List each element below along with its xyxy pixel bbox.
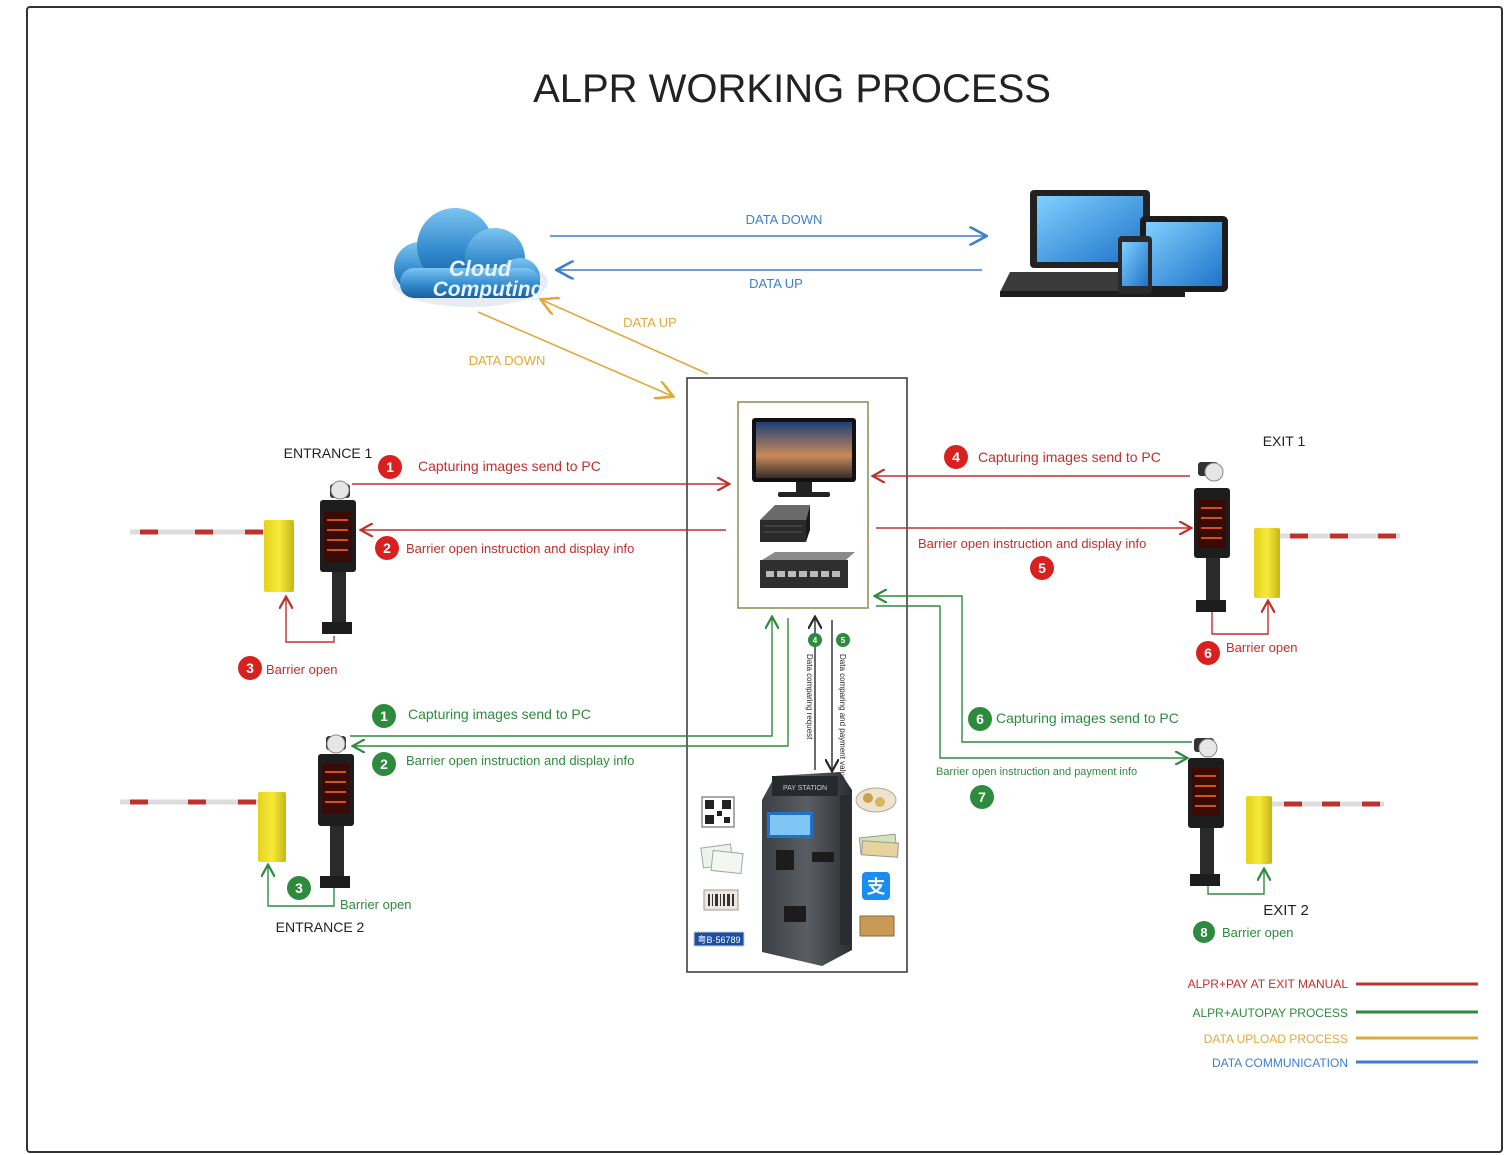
barcode-ticket-icon [703,889,739,911]
exit2-step8-label: Barrier open [1222,925,1294,940]
exit1-step4-badge [944,445,968,469]
license-plate-icon: 粤B·56789 [693,931,745,947]
kiosk-screen-label: PAY STATION [783,785,827,792]
entrance2-step3-label: Barrier open [340,897,412,912]
entrance1-step3-badge [238,656,262,680]
entrance2-step3-number: 3 [295,880,303,896]
entrance1-step2-label: Barrier open instruction and display inf… [406,541,634,556]
entrance1-title: ENTRANCE 1 [284,445,373,461]
exit1-step5-label: Barrier open instruction and display inf… [918,536,1146,551]
exit1-step6-badge [1196,641,1220,665]
legend-label-1: ALPR+AUTOPAY PROCESS [1192,1006,1348,1020]
exit2-open-arrow [876,605,1186,758]
network-switch-icon [760,552,855,588]
exit1-step6-label: Barrier open [1226,640,1298,655]
exit2-step8-number: 8 [1200,925,1207,940]
orange-data-up-arrow [542,300,709,375]
exit2-step7-number: 7 [978,789,986,805]
orange-data-up-label: DATA UP [623,315,677,330]
kiosk-step4-label: Data comparing request [805,654,814,740]
entrance2-step1-label: Capturing images send to PC [408,706,591,722]
entrance1-step2-number: 2 [383,540,391,556]
legend: ALPR+PAY AT EXIT MANUAL ALPR+AUTOPAY PRO… [1188,977,1478,1070]
orange-data-down-label: DATA DOWN [469,353,546,368]
bank-card-icon [859,915,895,937]
data-down-label: DATA DOWN [746,212,823,227]
entrance2-step1-number: 1 [380,708,388,724]
data-up-label: DATA UP [749,276,803,291]
exit2-barrier-gate [1246,796,1272,864]
exit2-step8-badge [1193,921,1215,943]
entrance2-capture-arrow [350,618,772,737]
legend-label-2: DATA UPLOAD PROCESS [1204,1032,1348,1046]
entrance1-barrier-gate [264,520,294,592]
exit2-title: EXIT 2 [1263,902,1309,919]
entrance1-step2-badge [375,536,399,560]
monitor-icon [752,418,856,497]
exit1-step5-number: 5 [1038,560,1046,576]
coins-icon [855,787,897,813]
exit1-title: EXIT 1 [1263,433,1306,449]
exit2-step7-label: Barrier open instruction and payment inf… [936,766,1137,778]
entrance1-step1-label: Capturing images send to PC [418,458,601,474]
entrance1-step3-label: Barrier open [266,662,338,677]
cloud-label-line2: Computing [433,278,544,301]
entrance1-step3-number: 3 [246,660,254,676]
entrance2-step2-number: 2 [380,756,388,772]
entrance2-open-arrow [354,618,789,746]
exit2-step6-badge [968,707,992,731]
kiosk-step4-badge [808,633,822,647]
payment-kiosk-icon: PAY STATION [762,772,852,966]
exit2-capture-arrow [876,596,1192,743]
entrance2-step1-badge [372,704,396,728]
entrance1-step1-number: 1 [386,459,394,475]
entrance1-camera-terminal [320,480,356,634]
exit1-step6-number: 6 [1204,645,1212,661]
exit1-step5-badge [1030,556,1054,580]
server-group-frame [737,401,869,609]
cloud-icon: Cloud Computing [392,208,548,307]
exit2-step7-badge [970,785,994,809]
ticket-cards-icon [700,843,744,875]
exit1-barrier-open-arrow [1211,602,1268,635]
legend-label-0: ALPR+PAY AT EXIT MANUAL [1188,977,1349,991]
banknotes-icon [858,833,899,858]
orange-data-down-arrow [477,311,672,396]
entrance1-barrier-open-arrow [286,598,335,643]
central-station-frame [686,377,908,973]
license-plate-text: 粤B·56789 [697,934,740,945]
exit1-camera-terminal [1194,462,1230,612]
exit2-camera-terminal [1188,738,1224,886]
exit1-step4-number: 4 [952,449,960,465]
svg-text:支: 支 [866,876,886,897]
industrial-pc-icon [760,505,810,542]
cloud-label-line1: Cloud [449,256,512,281]
kiosk-step5-label: Data comparing and payment value [838,654,847,781]
entrance2-step3-badge [287,876,311,900]
kiosk-step4-number: 4 [813,636,818,645]
exit2-step6-number: 6 [976,711,984,727]
entrance2-barrier-open-arrow [268,866,335,907]
entrance2-step2-label: Barrier open instruction and display inf… [406,753,634,768]
kiosk-step5-badge [836,633,850,647]
exit2-barrier-open-arrow [1207,870,1264,895]
entrance2-title: ENTRANCE 2 [276,919,365,935]
entrance2-step2-badge [372,752,396,776]
exit2-step6-label: Capturing images send to PC [996,710,1179,726]
kiosk-step5-number: 5 [841,636,846,645]
exit1-step4-label: Capturing images send to PC [978,449,1161,465]
qr-code-icon [701,796,735,828]
exit1-barrier-gate [1254,528,1280,598]
entrance1-step1-badge [378,455,402,479]
devices-icon [1000,190,1228,297]
mobile-pay-icon: 支 [862,872,890,900]
page-title: ALPR WORKING PROCESS [533,67,1051,111]
entrance2-barrier-gate [258,792,286,862]
entrance2-camera-terminal [318,734,354,888]
legend-label-3: DATA COMMUNICATION [1212,1056,1348,1070]
